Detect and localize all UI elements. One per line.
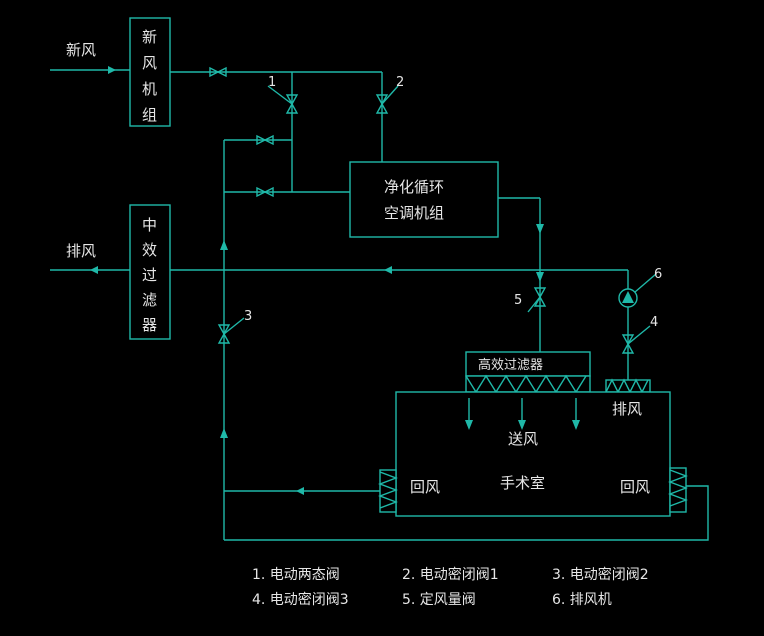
fan-6-number: 6 <box>654 267 662 282</box>
legend-item-2: 2. 电动密闭阀1 <box>402 566 499 583</box>
valve5-leader <box>527 296 541 313</box>
valve2-leader <box>381 85 399 105</box>
hepa-filter-hatch <box>465 374 587 394</box>
fresh-air-arrow <box>108 66 116 74</box>
valve-5 <box>533 287 547 307</box>
legend-item-6: 6. 排风机 <box>552 592 612 608</box>
legend-item-4: 4. 电动密闭阀3 <box>252 591 349 608</box>
fresh-air-label: 新风 <box>66 41 96 59</box>
supply-down-arrow-1 <box>465 420 473 430</box>
valve-2-number: 2 <box>396 75 404 90</box>
operating-room-label: 手术室 <box>500 474 545 492</box>
valve-4 <box>621 334 635 354</box>
exhaust-air-label: 排风 <box>66 242 96 260</box>
valve3-leader <box>223 317 245 335</box>
supply-down-arrow-2 <box>518 420 526 430</box>
exhaust-fan-arrow <box>622 291 634 303</box>
legend-item-1: 1. 电动两态阀 <box>252 567 340 583</box>
valve-3 <box>217 324 231 344</box>
valve-fresh-outlet <box>209 66 227 78</box>
valve-4-number: 4 <box>650 315 658 330</box>
valve-2 <box>375 94 389 114</box>
hepa-filter-label: 高效过滤器 <box>478 357 543 373</box>
valve-3-number: 3 <box>244 309 252 324</box>
fresh-unit-char-1: 新 <box>142 28 157 46</box>
operating-room-box <box>395 391 671 517</box>
mid-filter-char-1: 中 <box>142 216 157 234</box>
valve-bypass-upper <box>256 134 274 146</box>
return-riser-arrow-1 <box>220 240 228 250</box>
return-right-duct <box>224 485 709 541</box>
return-grille-left-hatch <box>378 471 398 509</box>
purify-unit-line1: 净化循环 <box>384 178 444 196</box>
valve1-leader <box>267 85 293 105</box>
supply-arrow-upper <box>536 224 544 234</box>
exhaust-grille-hatch <box>605 378 649 394</box>
valve4-leader <box>627 325 651 345</box>
fan6-leader <box>634 273 657 293</box>
mid-filter-char-3: 过 <box>142 266 157 284</box>
valve-1 <box>285 94 299 114</box>
hepa-filter-box <box>465 351 591 377</box>
mid-filter-char-5: 器 <box>142 316 157 334</box>
purify-unit-line2: 空调机组 <box>384 204 444 222</box>
legend-item-3: 3. 电动密闭阀2 <box>552 566 649 583</box>
fresh-unit-char-3: 机 <box>142 80 157 98</box>
return-right-label: 回风 <box>620 478 650 496</box>
return-left-label: 回风 <box>410 478 440 496</box>
fresh-unit-char-4: 组 <box>142 106 157 124</box>
exhaust-main-arrow <box>384 266 392 274</box>
supply-air-label: 送风 <box>508 430 538 448</box>
fresh-unit-char-2: 风 <box>142 54 157 72</box>
supply-down-arrow-3 <box>572 420 580 430</box>
room-exhaust-label: 排风 <box>612 400 642 418</box>
return-grille-right-hatch <box>668 469 688 507</box>
purify-ac-unit-box <box>349 161 499 238</box>
return-left-arrow <box>296 487 304 495</box>
mid-filter-char-2: 效 <box>142 241 157 259</box>
valve-1-number: 1 <box>268 75 276 90</box>
return-riser-arrow-2 <box>220 428 228 438</box>
exhaust-outlet-arrow <box>90 266 98 274</box>
mid-filter-char-4: 滤 <box>142 291 157 309</box>
legend-item-5: 5. 定风量阀 <box>402 592 476 608</box>
valve-bypass-lower <box>256 186 274 198</box>
medium-filter-box <box>129 204 171 340</box>
valve-5-number: 5 <box>514 293 522 308</box>
supply-arrow-lower <box>536 272 544 282</box>
